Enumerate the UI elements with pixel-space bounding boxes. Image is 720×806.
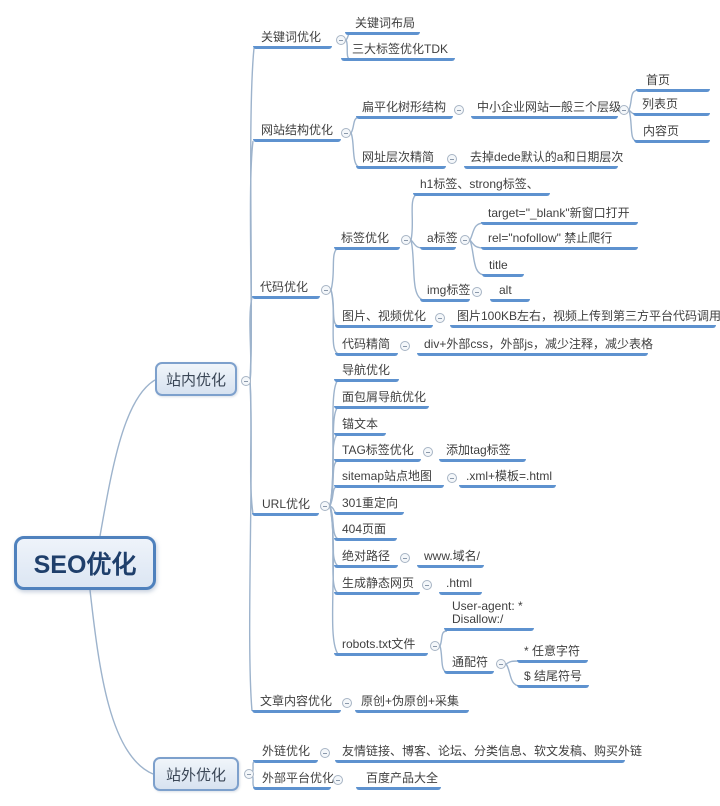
node-tdk[interactable]: 三大标签优化TDK	[341, 42, 455, 61]
collapse-icon-backlink[interactable]	[320, 748, 330, 758]
collapse-icon-code-lean[interactable]	[400, 341, 410, 351]
collapse-icon-code[interactable]	[321, 285, 331, 295]
collapse-icon-url-simplify[interactable]	[447, 154, 457, 164]
node-sitemap[interactable]: sitemap站点地图	[334, 469, 444, 488]
node-tag-label-opt[interactable]: TAG标签优化	[334, 443, 421, 462]
root-connectors	[89, 379, 156, 775]
node-code-lean[interactable]: 代码精简	[335, 337, 398, 356]
collapse-icon-platform[interactable]	[333, 775, 343, 785]
collapse-icon-structure[interactable]	[341, 128, 351, 138]
node-flat-tree-structure[interactable]: 扁平化树形结构	[356, 100, 453, 119]
node-tag-opt[interactable]: 标签优化	[334, 231, 400, 250]
collapse-icon-offsite[interactable]	[244, 769, 254, 779]
node-alt-attr[interactable]: alt	[490, 283, 530, 302]
node-code-opt[interactable]: 代码优化	[252, 280, 320, 299]
node-breadcrumb-opt[interactable]: 面包屑导航优化	[334, 390, 429, 409]
node-wildcard-dollar[interactable]: $ 结尾符号	[517, 669, 589, 688]
collapse-icon-img-tag[interactable]	[472, 287, 482, 297]
collapse-icon-wildcard[interactable]	[496, 659, 506, 669]
node-a-tag[interactable]: a标签	[420, 231, 458, 250]
node-platform-opt[interactable]: 外部平台优化	[253, 771, 334, 790]
node-robots-txt[interactable]: robots.txt文件	[334, 637, 428, 656]
node-html-ext[interactable]: .html	[439, 576, 482, 595]
disallow-line: Disallow:/	[452, 612, 504, 626]
node-target-blank[interactable]: target="_blank"新窗口打开	[481, 206, 638, 225]
collapse-icon-robots[interactable]	[430, 641, 440, 651]
node-h1-strong-tags[interactable]: h1标签、strong标签、	[413, 177, 550, 196]
node-backlink-opt[interactable]: 外链优化	[253, 744, 318, 763]
node-sitemap-note[interactable]: .xml+模板=.html	[459, 469, 556, 488]
onsite-fan	[248, 47, 255, 712]
node-domain[interactable]: www.域名/	[417, 549, 484, 568]
collapse-icon-onsite[interactable]	[241, 376, 251, 386]
node-article-opt[interactable]: 文章内容优化	[252, 694, 341, 713]
collapse-icon-tags[interactable]	[401, 235, 411, 245]
collapse-icon-article[interactable]	[342, 698, 352, 708]
node-url-level-simplify[interactable]: 网址层次精简	[356, 150, 446, 169]
node-content-page[interactable]: 内容页	[634, 124, 710, 143]
node-offsite-optimization[interactable]: 站外优化	[153, 757, 239, 791]
node-404-page[interactable]: 404页面	[334, 522, 397, 541]
node-301-redirect[interactable]: 301重定向	[334, 496, 404, 515]
node-rel-nofollow[interactable]: rel="nofollow" 禁止爬行	[481, 231, 638, 250]
collapse-icon-static-page[interactable]	[422, 580, 432, 590]
node-onsite-optimization[interactable]: 站内优化	[155, 362, 237, 396]
node-list-page[interactable]: 列表页	[633, 97, 710, 116]
node-root-seo[interactable]: SEO优化	[14, 536, 156, 590]
node-keyword-layout[interactable]: 关键词布局	[345, 16, 420, 35]
collapse-icon-a-tag[interactable]	[460, 235, 470, 245]
node-wildcard-star[interactable]: * 任意字符	[517, 644, 588, 663]
node-article-note[interactable]: 原创+伪原创+采集	[355, 694, 469, 713]
collapse-icon-absolute-path[interactable]	[400, 553, 410, 563]
node-wildcard[interactable]: 通配符	[444, 655, 494, 674]
collapse-icon-url[interactable]	[320, 501, 330, 511]
node-media-opt[interactable]: 图片、视频优化	[335, 309, 433, 328]
node-backlink-note[interactable]: 友情链接、博客、论坛、分类信息、软文发稿、购买外链	[335, 744, 642, 763]
node-user-agent[interactable]: User-agent: * Disallow:/	[444, 600, 534, 631]
node-url-opt[interactable]: URL优化	[252, 497, 319, 516]
node-code-lean-note[interactable]: div+外部css，外部js，减少注释，减少表格	[417, 337, 653, 356]
node-img-tag[interactable]: img标签	[420, 283, 470, 302]
user-agent-line: User-agent: *	[452, 599, 523, 613]
node-three-levels[interactable]: 中小企业网站一般三个层级	[471, 100, 621, 119]
node-site-structure-opt[interactable]: 网站结构优化	[253, 123, 341, 142]
node-absolute-path[interactable]: 绝对路径	[334, 549, 398, 568]
node-dede-note[interactable]: 去掉dede默认的a和日期层次	[464, 150, 623, 169]
node-nav-opt[interactable]: 导航优化	[334, 363, 399, 382]
collapse-icon-tag-label[interactable]	[423, 447, 433, 457]
collapse-icon-sitemap[interactable]	[447, 473, 457, 483]
node-platform-note[interactable]: 百度产品大全	[356, 771, 441, 790]
node-static-page[interactable]: 生成静态网页	[334, 576, 420, 595]
node-title-attr[interactable]: title	[482, 258, 524, 277]
node-home-page[interactable]: 首页	[636, 73, 710, 92]
node-media-note[interactable]: 图片100KB左右，视频上传到第三方平台代码调用	[450, 309, 720, 328]
collapse-icon-flat-tree[interactable]	[454, 105, 464, 115]
collapse-icon-three-levels[interactable]	[619, 105, 629, 115]
node-keyword-opt[interactable]: 关键词优化	[253, 30, 332, 49]
collapse-icon-media[interactable]	[435, 313, 445, 323]
collapse-icon-keyword[interactable]	[336, 35, 346, 45]
node-add-tag[interactable]: 添加tag标签	[439, 443, 526, 462]
node-anchor-text[interactable]: 锚文本	[334, 417, 386, 436]
